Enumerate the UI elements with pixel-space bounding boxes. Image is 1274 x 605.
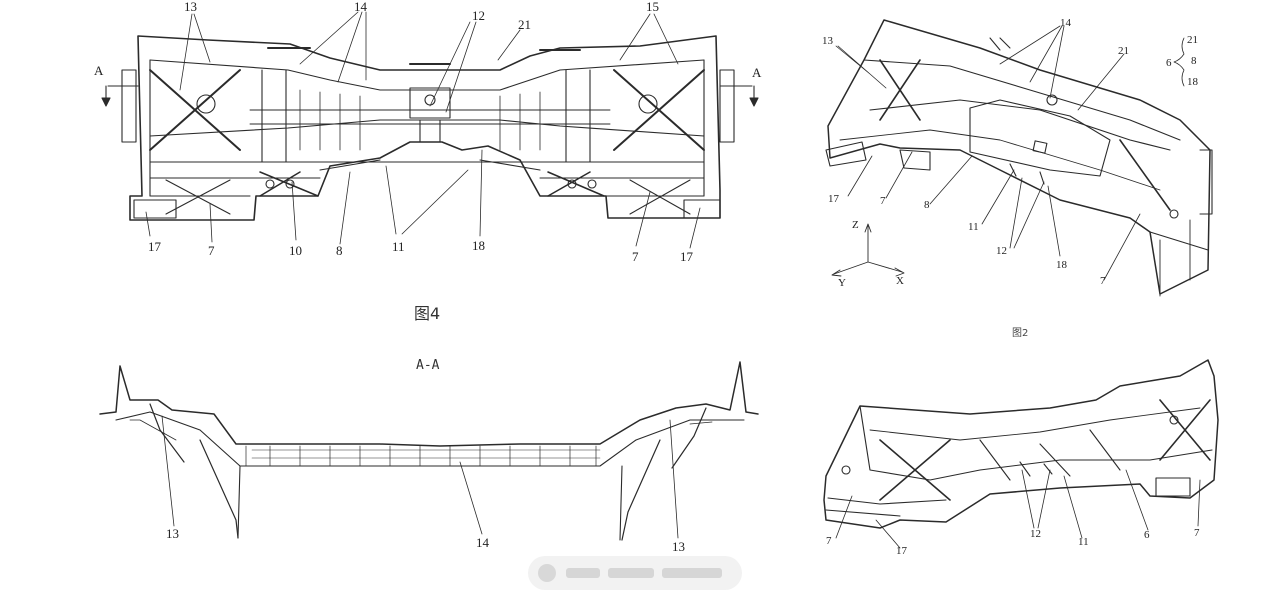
fig4-callout-18: 18 bbox=[472, 238, 485, 253]
fig3-callout-7-left: 7 bbox=[826, 535, 832, 547]
fig4-callout-13: 13 bbox=[184, 0, 197, 14]
fig4-callout-10: 10 bbox=[289, 243, 302, 258]
section-aa-title: A-A bbox=[416, 358, 440, 373]
fig4-caption: 图4 bbox=[414, 304, 441, 323]
fig4-callout-12: 12 bbox=[472, 8, 485, 23]
fig3-callout-7-right: 7 bbox=[1194, 527, 1200, 539]
fig2-axis-z: Z bbox=[852, 219, 859, 231]
fig2-axis-x: X bbox=[896, 275, 904, 287]
section-aa-callout-13-right: 13 bbox=[672, 539, 685, 554]
section-aa-callout-13-left: 13 bbox=[166, 526, 179, 541]
fig2-legend-parent-6: 6 bbox=[1166, 57, 1172, 69]
fig2-callout-13: 13 bbox=[822, 35, 833, 47]
fig4-callout-7-left: 7 bbox=[208, 243, 215, 258]
fig2-callout-17: 17 bbox=[828, 193, 839, 205]
fig4-callout-14: 14 bbox=[354, 0, 367, 14]
fig4-leader-lines bbox=[145, 11, 701, 249]
fig4-section-mark-right: A bbox=[752, 65, 762, 80]
fig2-legend-8: 8 bbox=[1191, 55, 1197, 67]
fig3-callout-12: 12 bbox=[1030, 528, 1041, 540]
fig2-axis-triad bbox=[831, 223, 905, 277]
fig2-callout-14: 14 bbox=[1060, 17, 1071, 29]
fig4-section-mark-left: A bbox=[94, 63, 104, 78]
watermark-text-block bbox=[608, 568, 654, 578]
fig3-callout-17: 17 bbox=[896, 545, 907, 557]
fig4-callout-8: 8 bbox=[336, 243, 343, 258]
fig2-callout-21: 21 bbox=[1118, 45, 1129, 57]
fig3-callout-11: 11 bbox=[1078, 536, 1089, 548]
fig4-callout-7-right: 7 bbox=[632, 249, 639, 264]
fig2-callout-7-left: 7 bbox=[880, 195, 886, 207]
fig2-caption: 图2 bbox=[1012, 328, 1029, 339]
watermark-text-block bbox=[662, 568, 722, 578]
fig2-axis-y: Y bbox=[838, 277, 846, 289]
fig4-callout-11: 11 bbox=[392, 239, 405, 254]
section-aa-leader-lines bbox=[161, 415, 679, 539]
fig2-callout-11: 11 bbox=[968, 221, 979, 233]
fig3-isometric-drawing bbox=[823, 359, 1219, 529]
section-aa-callout-14: 14 bbox=[476, 535, 489, 550]
fig2-callout-7-right: 7 bbox=[1100, 275, 1106, 287]
fig2-legend-21: 21 bbox=[1187, 34, 1198, 46]
fig2-callout-8: 8 bbox=[924, 199, 930, 211]
fig4-callout-17-left: 17 bbox=[148, 239, 161, 254]
watermark-logo-icon bbox=[538, 564, 556, 582]
watermark bbox=[528, 556, 742, 590]
fig2-leader-lines bbox=[835, 25, 1185, 281]
fig2-callout-18: 18 bbox=[1056, 259, 1067, 271]
fig4-frame-drawing bbox=[101, 35, 759, 221]
fig4-callout-17-right: 17 bbox=[680, 249, 693, 264]
fig3-leader-lines bbox=[835, 469, 1201, 549]
fig4-callout-15: 15 bbox=[646, 0, 659, 14]
section-aa-drawing bbox=[99, 361, 759, 541]
watermark-text-block bbox=[566, 568, 600, 578]
fig2-callout-12: 12 bbox=[996, 245, 1007, 257]
fig2-legend-18: 18 bbox=[1187, 76, 1198, 88]
fig2-isometric-drawing bbox=[825, 19, 1213, 297]
fig4-callout-21: 21 bbox=[518, 17, 531, 32]
fig3-callout-6: 6 bbox=[1144, 529, 1150, 541]
